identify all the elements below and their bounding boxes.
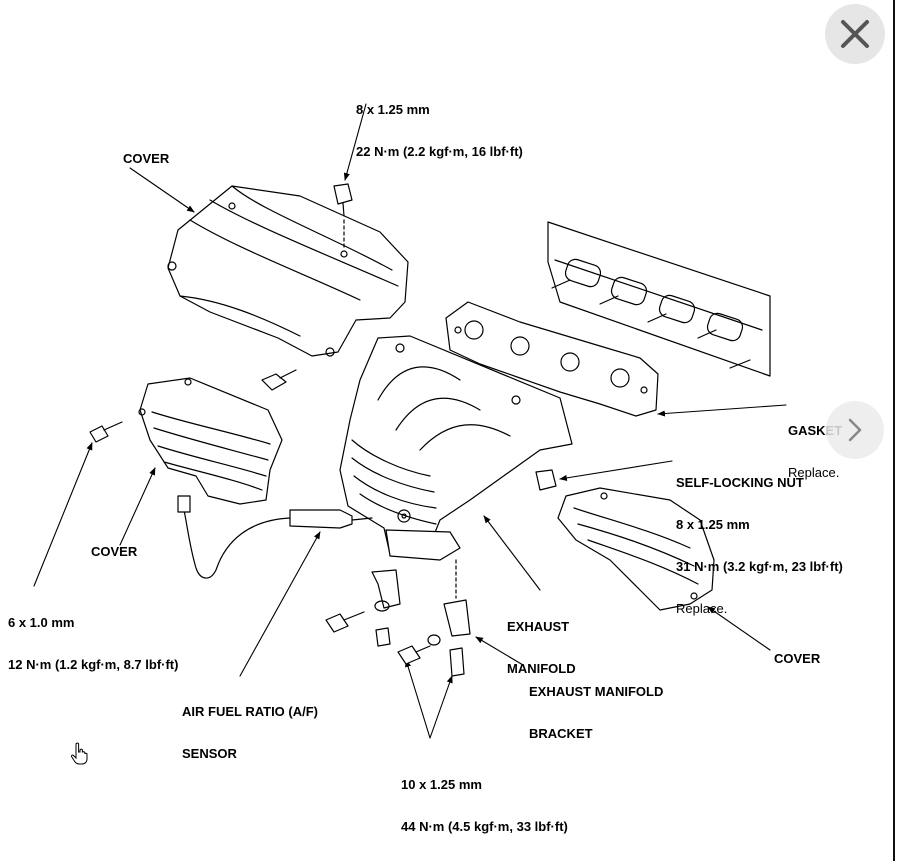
top-bolt-spec-label: 8 x 1.25 mm 22 N·m (2.2 kgf·m, 16 lbf·ft…	[356, 102, 523, 159]
left-bolt-spec-label: 6 x 1.0 mm 12 N·m (1.2 kgf·m, 8.7 lbf·ft…	[8, 615, 179, 672]
chevron-right-icon	[848, 418, 862, 442]
leader-lines	[33, 103, 787, 739]
exhaust-manifold-label: EXHAUST MANIFOLD	[507, 619, 576, 676]
next-image-button[interactable]	[826, 401, 884, 459]
self-locking-nut-part	[535, 469, 557, 491]
lower-left-cover-label: COVER	[91, 544, 138, 559]
bracket-part	[371, 559, 471, 637]
self-locking-nut-label: SELF-LOCKING NUT 8 x 1.25 mm 31 N·m (3.2…	[676, 475, 843, 616]
close-button[interactable]	[825, 4, 885, 64]
cover-bolt-part	[261, 369, 297, 391]
gasket-part	[445, 301, 659, 417]
viewer-edge	[893, 0, 895, 861]
close-icon	[841, 20, 869, 48]
lower-right-cover-label: COVER	[774, 651, 821, 666]
bracket-label: EXHAUST MANIFOLD BRACKET	[529, 684, 664, 741]
lower-right-cover-part	[557, 487, 715, 611]
left-bolt-part	[89, 421, 123, 443]
top-bolt-part	[333, 183, 353, 251]
upper-cover-part	[167, 185, 409, 357]
af-sensor-label: AIR FUEL RATIO (A/F) SENSOR	[182, 704, 319, 761]
bottom-bolt-spec-label: 10 x 1.25 mm 44 N·m (4.5 kgf·m, 33 lbf·f…	[401, 777, 568, 834]
hand-pointer-icon	[70, 742, 88, 765]
cylinder-head-part	[547, 221, 771, 377]
lower-left-cover-part	[138, 377, 283, 505]
bottom-bolts-part	[325, 600, 465, 677]
upper-cover-label: COVER	[123, 151, 170, 166]
af-sensor-part	[177, 495, 373, 579]
exhaust-manifold-part	[339, 335, 573, 561]
